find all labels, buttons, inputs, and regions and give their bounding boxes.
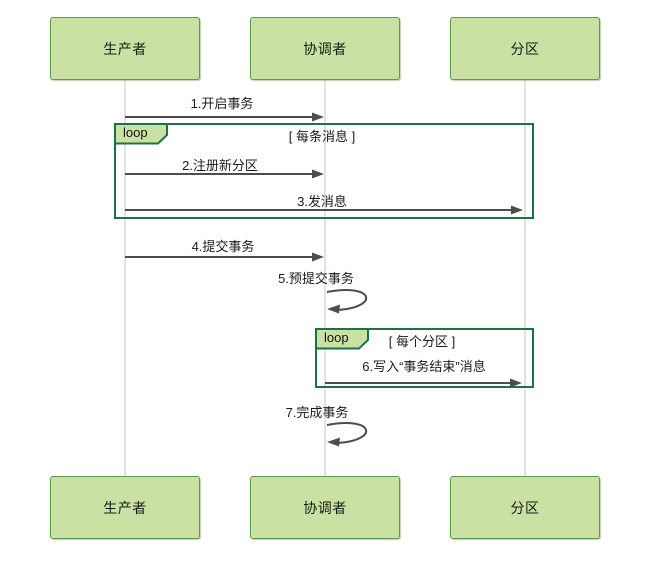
- message-6-label: 6.写入“事务结束”消息: [362, 359, 486, 374]
- message-7-label: 7.完成事务: [285, 405, 349, 420]
- message-5-self-arrow: [326, 289, 368, 314]
- participant-label: 生产者: [103, 40, 147, 57]
- participant-label: 协调者: [303, 40, 347, 57]
- message-7-self-arrow: [326, 422, 368, 447]
- loop-fragment-every-message: loop: [114, 123, 534, 219]
- participant-label: 生产者: [103, 499, 147, 516]
- lifeline-partition: [524, 80, 526, 476]
- lifeline-coordinator: [324, 80, 326, 476]
- lifeline-producer: [124, 80, 126, 476]
- loop-operator-label: loop: [123, 125, 148, 140]
- message-1-label: 1.开启事务: [190, 96, 254, 111]
- participant-producer-bottom: 生产者: [50, 476, 200, 539]
- loop-fragment-every-partition: loop: [315, 328, 534, 388]
- loop-tab-shape: [114, 123, 168, 145]
- participant-label: 协调者: [303, 499, 347, 516]
- loop-operator-tab: loop: [114, 123, 172, 145]
- message-5-label: 5.预提交事务: [278, 271, 354, 286]
- participant-coordinator-bottom: 协调者: [250, 476, 400, 539]
- loop-guard-every-partition: [ 每个分区 ]: [388, 334, 456, 349]
- participant-label: 分区: [510, 40, 540, 57]
- participant-partition-bottom: 分区: [450, 476, 600, 539]
- message-2-label: 2.注册新分区: [182, 158, 258, 173]
- participant-producer-top: 生产者: [50, 17, 200, 80]
- participant-label: 分区: [510, 499, 540, 516]
- message-4-label: 4.提交事务: [191, 239, 255, 254]
- message-3-label: 3.发消息: [297, 194, 347, 209]
- participant-partition-top: 分区: [450, 17, 600, 80]
- loop-tab-shape: [315, 328, 369, 350]
- message-1-arrow: [125, 112, 324, 122]
- loop-operator-tab: loop: [315, 328, 373, 350]
- loop-operator-label: loop: [324, 330, 349, 345]
- loop-guard-every-message: [ 每条消息 ]: [288, 129, 356, 144]
- participant-coordinator-top: 协调者: [250, 17, 400, 80]
